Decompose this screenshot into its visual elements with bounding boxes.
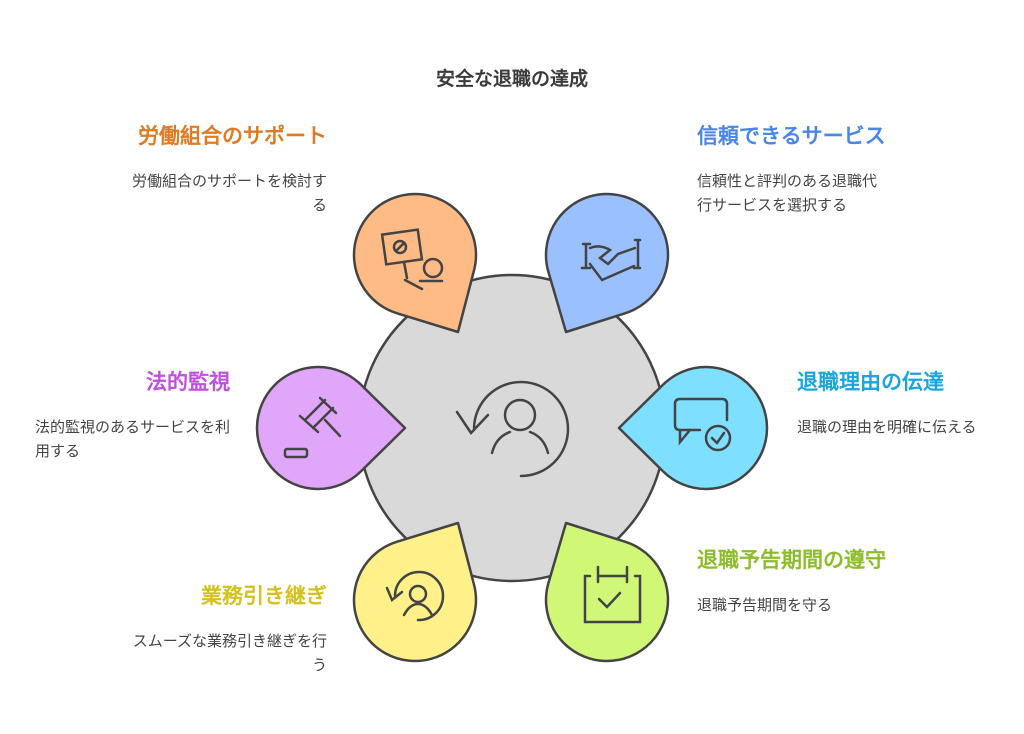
item-union: 労働組合のサポート 労働組合のサポートを検討する	[117, 122, 327, 217]
diagram-title: 安全な退職の達成	[435, 68, 588, 90]
teardrop-notice	[544, 521, 670, 663]
calendar-check-icon	[583, 565, 642, 624]
item-handover: 業務引き継ぎ スムーズな業務引き継ぎを行う	[117, 582, 327, 677]
item-desc: 法的監視のあるサービスを利用する	[35, 418, 231, 460]
item-reason: 退職理由の伝達 退職の理由を明確に伝える	[797, 368, 1007, 439]
user-cycle-icon	[385, 570, 445, 622]
item-desc: 退職予告期間を守る	[697, 596, 833, 614]
teardrop-reason	[617, 365, 769, 491]
teardrop-handover	[352, 521, 478, 663]
center-user-cycle-icon	[455, 380, 570, 478]
teardrop-union	[352, 192, 478, 334]
protest-sign-icon	[380, 228, 444, 291]
item-legal: 法的監視 法的監視のあるサービスを利用する	[20, 368, 230, 463]
item-title: 業務引き継ぎ	[201, 584, 327, 608]
item-title: 信頼できるサービス	[697, 124, 886, 148]
handshake-icon	[580, 238, 642, 282]
item-title: 法的監視	[146, 370, 230, 394]
item-desc: 退職の理由を明確に伝える	[797, 418, 977, 436]
item-title: 労働組合のサポート	[138, 124, 327, 148]
item-desc: スムーズな業務引き継ぎを行う	[132, 632, 327, 674]
message-check-icon	[673, 397, 732, 452]
item-title: 退職理由の伝達	[797, 370, 944, 394]
item-desc: 労働組合のサポートを検討する	[131, 172, 327, 214]
gavel-icon	[283, 396, 342, 459]
item-desc: 信頼性と評判のある退職代行サービスを選択する	[697, 172, 878, 214]
item-notice: 退職予告期間の遵守 退職予告期間を守る	[697, 546, 907, 617]
item-service: 信頼できるサービス 信頼性と評判のある退職代行サービスを選択する	[697, 122, 907, 217]
item-title: 退職予告期間の遵守	[697, 548, 886, 572]
